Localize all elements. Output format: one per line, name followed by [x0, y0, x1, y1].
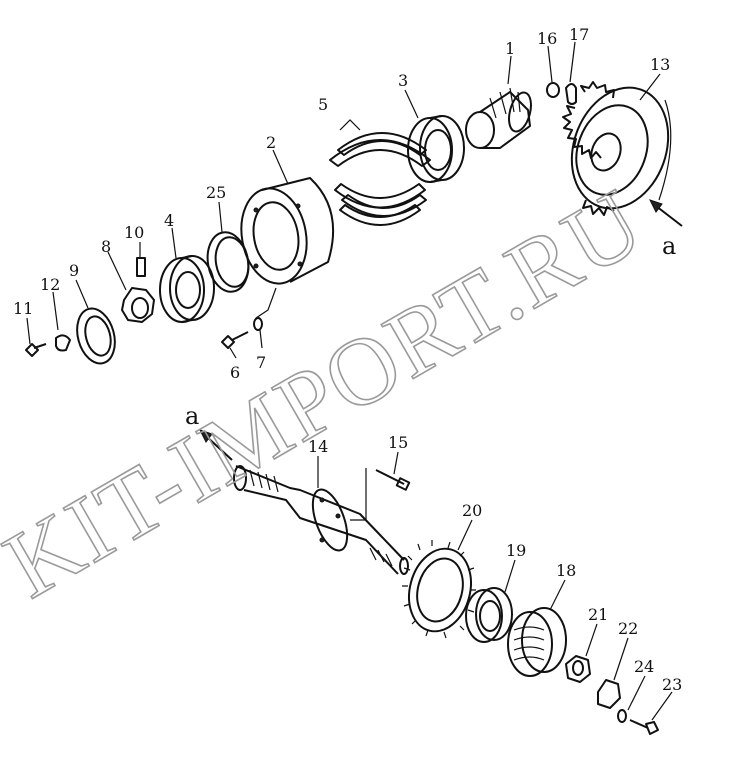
- label-part-10: 10: [124, 223, 144, 242]
- label-part-23: 23: [662, 675, 682, 694]
- part-19-bearing: [465, 587, 513, 643]
- leader-7: [255, 287, 277, 319]
- part-6-bolt: [221, 331, 249, 349]
- leader-lines: [26, 41, 673, 721]
- part-24-washer: [617, 709, 627, 723]
- part-13-bevel-gear: [562, 81, 672, 216]
- label-part-22: 22: [618, 619, 638, 638]
- label-part-15: 15: [388, 433, 408, 452]
- label-part-4: 4: [164, 211, 174, 230]
- label-part-24: 24: [634, 657, 654, 676]
- part-11-bolt: [25, 343, 47, 357]
- part-12-lock: [55, 334, 71, 352]
- label-part-5: 5: [318, 95, 328, 114]
- part-8-nut: [121, 287, 155, 323]
- part-9-plate: [76, 307, 116, 365]
- label-part-7: 7: [256, 353, 266, 372]
- label-part-14: 14: [308, 437, 328, 456]
- part-10-bolt: [136, 257, 146, 277]
- part-3-bearing: [407, 115, 465, 183]
- arrow-a-upper: [649, 199, 683, 227]
- part-18-cage: [507, 607, 567, 677]
- label-part-21: 21: [588, 605, 608, 624]
- part-14-shaft: [233, 465, 409, 575]
- part-21-nut: [565, 655, 591, 683]
- part-22-lock-plate: [597, 679, 621, 709]
- part-2-bearing-cage: [240, 177, 335, 285]
- label-part-13: 13: [650, 55, 670, 74]
- label-connector-a-lower: a: [185, 402, 199, 430]
- label-part-25: 25: [206, 183, 226, 202]
- label-part-9: 9: [69, 261, 79, 280]
- label-part-20: 20: [462, 501, 482, 520]
- label-part-18: 18: [556, 561, 576, 580]
- part-23-bolt: [629, 719, 659, 735]
- label-part-12: 12: [40, 275, 60, 294]
- label-part-8: 8: [101, 237, 111, 256]
- label-part-2: 2: [266, 133, 276, 152]
- label-part-3: 3: [398, 71, 408, 90]
- label-part-6: 6: [230, 363, 240, 382]
- part-15-bolt: [375, 469, 411, 491]
- label-part-16: 16: [537, 29, 557, 48]
- leader-15: [350, 468, 367, 521]
- part-25-ring: [206, 231, 250, 293]
- label-connector-a-upper: a: [662, 232, 676, 260]
- label-part-11: 11: [13, 299, 33, 318]
- arrow-a-lower: [199, 429, 233, 461]
- label-part-17: 17: [569, 25, 589, 44]
- part-16-nut: [546, 82, 560, 98]
- part-17-lock-plate: [565, 83, 577, 105]
- part-1-pinion: [465, 87, 532, 149]
- part-20-spur-gear: [402, 540, 476, 639]
- label-part-19: 19: [506, 541, 526, 560]
- part-4-bearing: [159, 255, 215, 323]
- label-part-1: 1: [505, 39, 515, 58]
- watermark-text: KIT-IMPORT.RU: [0, 167, 661, 618]
- part-5-shims: [329, 119, 431, 226]
- part-7-washer: [253, 317, 263, 331]
